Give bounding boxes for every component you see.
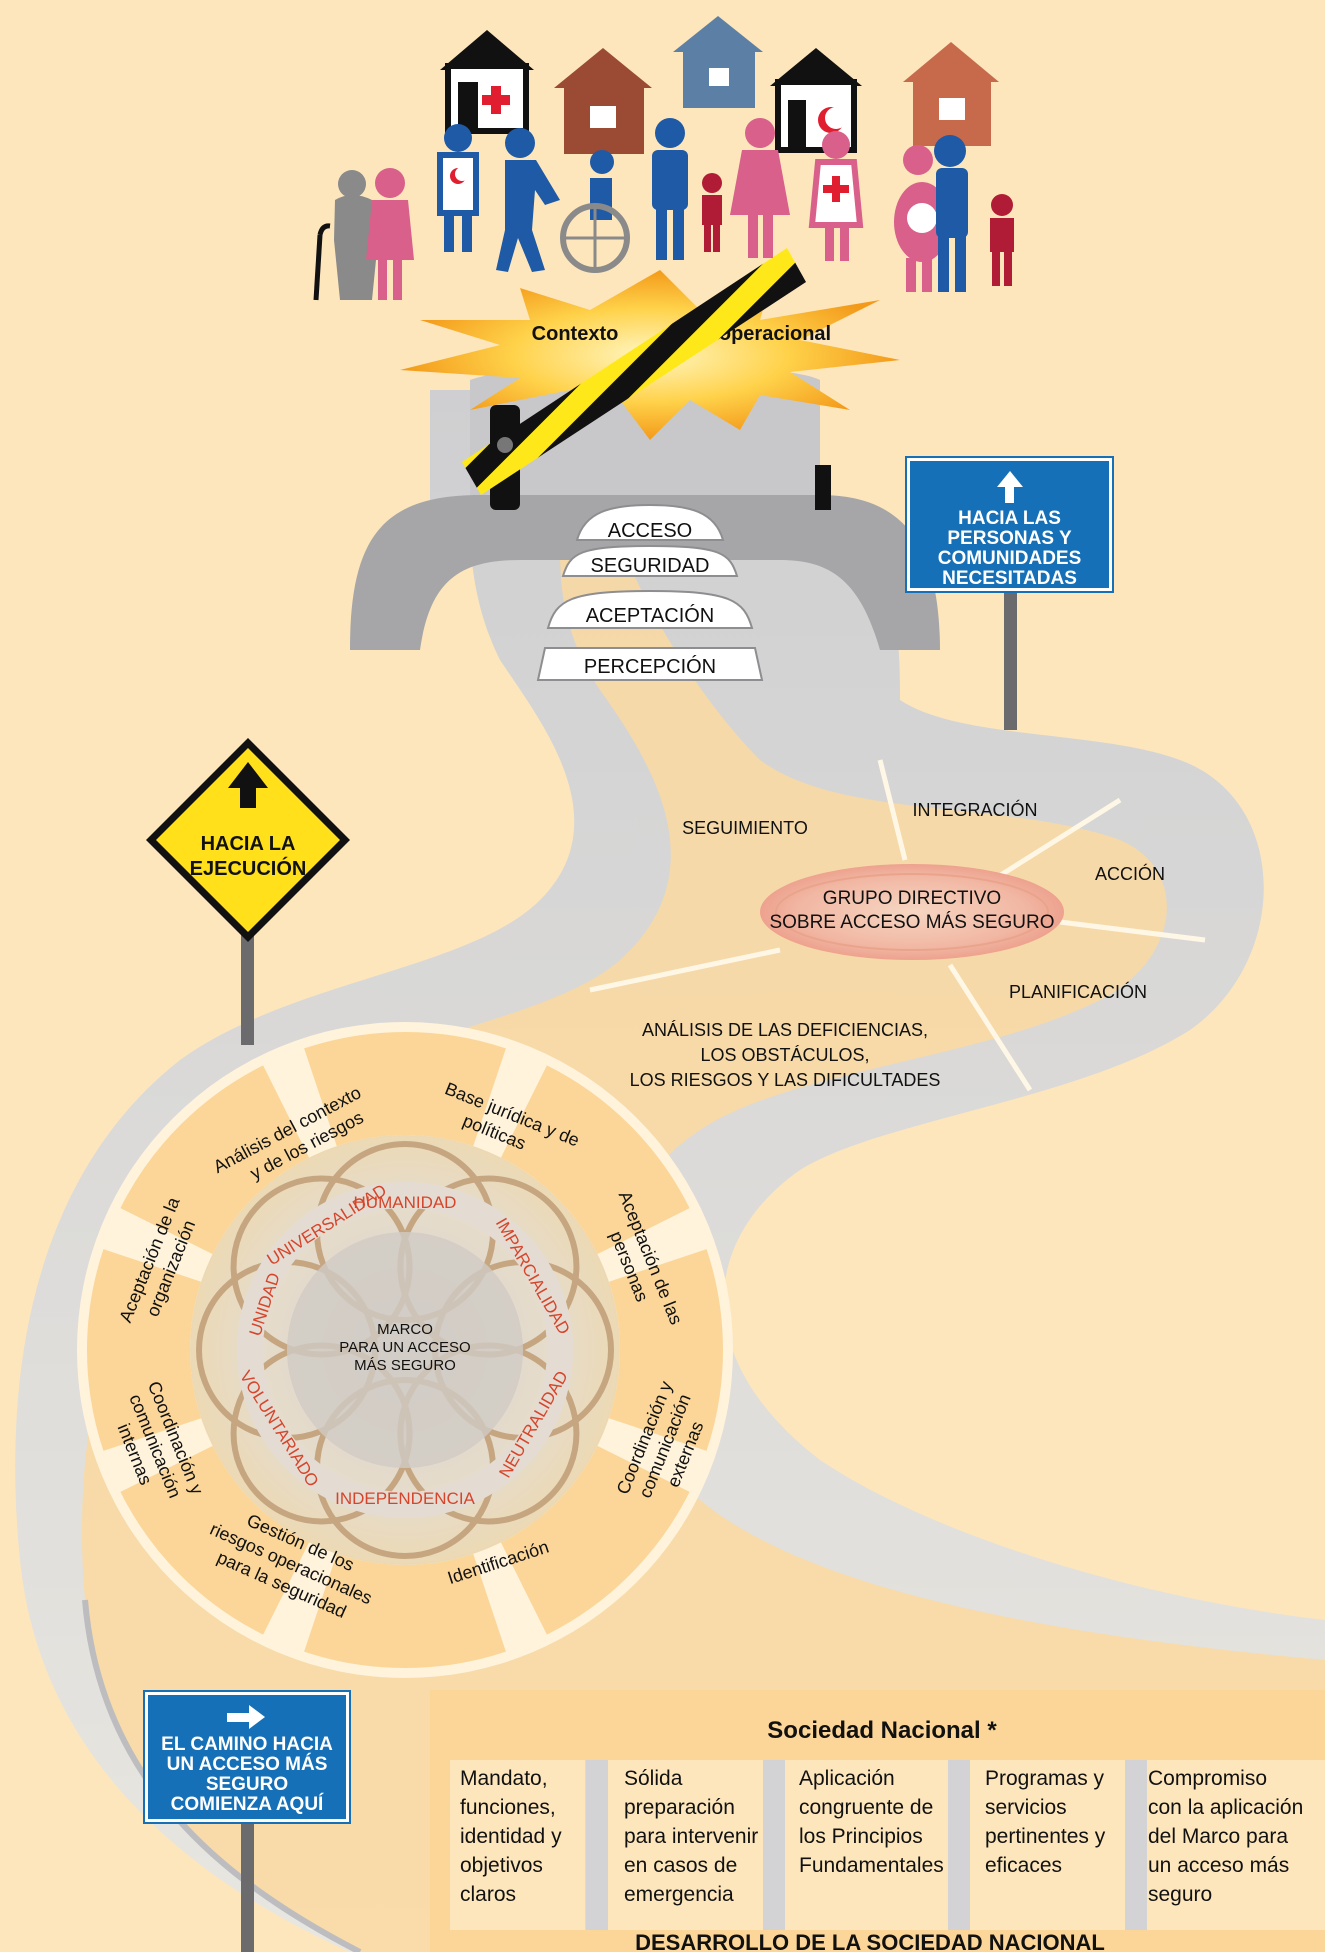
framework-petal <box>304 1032 506 1147</box>
houses <box>440 16 999 154</box>
woman-pink-figure <box>366 168 414 300</box>
step-label-acceso: ACCESO <box>608 520 692 542</box>
child-red-figure <box>702 173 722 252</box>
road-barrier <box>462 248 831 510</box>
up-arrow-icon <box>228 762 268 808</box>
framework-center-line-3: MÁS SEGURO <box>354 1357 456 1374</box>
principle-humanidad: HUMANIDAD <box>354 1193 457 1212</box>
wheelchair-user-figure <box>560 150 630 273</box>
elderly-person-figure <box>313 170 378 301</box>
up-arrow-icon <box>996 471 1023 487</box>
framework-petal <box>500 1445 690 1635</box>
framework-petal <box>304 1553 506 1668</box>
principle-independencia: INDEPENDENCIA <box>335 1489 475 1508</box>
framework-petal <box>120 1445 310 1635</box>
framework-center-line-1: MARCO <box>377 1321 433 1338</box>
steps-stack: ACCESO SEGURIDAD ACEPTACIÓN PERCEPCIÓN <box>536 503 764 681</box>
family-figure <box>894 135 1014 292</box>
step-label-percepcion: PERCEPCIÓN <box>584 655 716 678</box>
execution-sign: HACIA LA EJECUCIÓN <box>146 738 350 942</box>
up-arrow-stem <box>1005 487 1014 503</box>
context-label-left: Contexto <box>532 323 619 345</box>
house-red-cross <box>440 30 534 134</box>
cycle-analisis-line-3: LOS RIESGOS Y LAS DIFICULTADES <box>630 1070 941 1090</box>
people-sign: HACIA LAS PERSONAS Y COMUNIDADES NECESIT… <box>905 456 1114 593</box>
people-sign-label: HACIA LAS PERSONAS Y COMUNIDADES NECESIT… <box>937 508 1082 589</box>
house-orange <box>903 42 999 146</box>
woman-figure <box>730 118 790 258</box>
house-blue <box>673 16 763 108</box>
house-brown <box>554 48 652 154</box>
cycle-planificacion: PLANIFICACIÓN <box>1009 981 1147 1002</box>
national-society-base: Sociedad Nacional * DESARROLLO DE LA SOC… <box>430 1690 1325 1952</box>
man-blue-figure <box>496 128 560 272</box>
start-sign: EL CAMINO HACIA UN ACCESO MÁS SEGURO COM… <box>143 1690 351 1824</box>
cycle-analisis-line-2: LOS OBSTÁCULOS, <box>700 1045 869 1065</box>
cycle-integracion: INTEGRACIÓN <box>912 799 1037 820</box>
framework-petal <box>120 1065 310 1255</box>
execution-sign-line-1: HACIA LA <box>201 833 296 855</box>
steering-group-ellipse <box>760 864 1064 960</box>
red-crescent-volunteer-figure <box>437 124 479 252</box>
framework-wheel: HUMANIDADIMPARCIALIDADNEUTRALIDADINDEPEN… <box>77 1022 733 1678</box>
house-red-crescent <box>770 48 862 153</box>
framework-petal <box>87 1249 202 1451</box>
step-label-aceptacion: ACEPTACIÓN <box>586 604 715 627</box>
framework-petal <box>608 1249 723 1451</box>
execution-sign-line-2: EJECUCIÓN <box>190 856 307 880</box>
framework-petals <box>87 1032 723 1668</box>
people <box>313 118 1014 301</box>
step-aceptacion <box>546 589 754 629</box>
post-execution-sign <box>241 930 254 1045</box>
red-cross-volunteer-figure <box>808 131 864 261</box>
cycle-seguimiento: SEGUIMIENTO <box>682 818 808 838</box>
step-seguridad <box>561 544 739 577</box>
framework-petal <box>500 1065 690 1255</box>
cycle-accion: ACCIÓN <box>1095 863 1165 884</box>
right-arrow-icon <box>227 1705 267 1729</box>
management-cycle: GRUPO DIRECTIVO SOBRE ACCESO MÁS SEGURO … <box>589 759 1206 1092</box>
context-label-right: operacional <box>719 323 831 345</box>
step-acceso <box>575 503 725 541</box>
steering-group-line-2: SOBRE ACCESO MÁS SEGURO <box>769 912 1054 933</box>
framework-center-line-2: PARA UN ACCESO <box>339 1339 470 1356</box>
standing-man-figure <box>652 118 688 260</box>
national-society-base-label: DESARROLLO DE LA SOCIEDAD NACIONAL <box>635 1930 1105 1952</box>
national-society-title: Sociedad Nacional * <box>767 1717 997 1744</box>
post-start-sign <box>241 1820 254 1952</box>
step-label-seguridad: SEGURIDAD <box>591 555 710 577</box>
post-people-sign <box>1004 585 1017 730</box>
steering-group-line-1: GRUPO DIRECTIVO <box>823 888 1001 909</box>
start-sign-label: EL CAMINO HACIA UN ACCESO MÁS SEGURO COM… <box>161 1734 333 1815</box>
cycle-analisis-line-1: ANÁLISIS DE LAS DEFICIENCIAS, <box>642 1020 928 1040</box>
step-percepcion <box>536 647 764 681</box>
